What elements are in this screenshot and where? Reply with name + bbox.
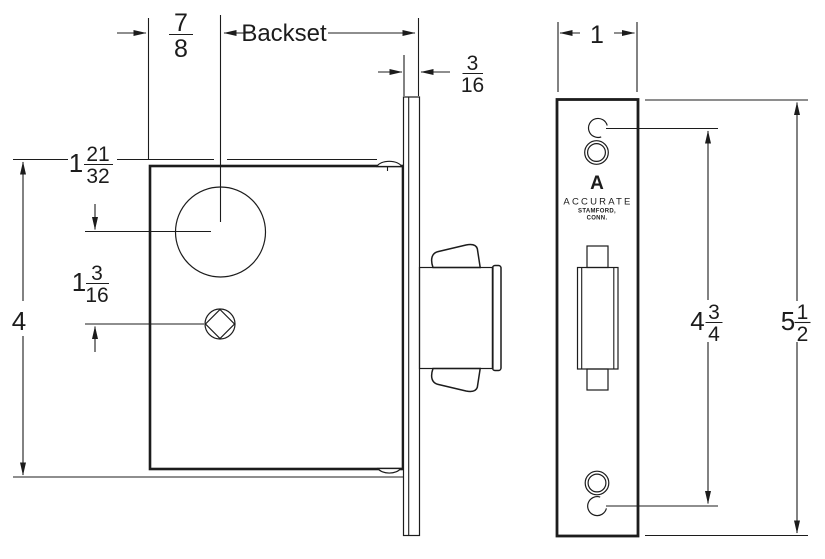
spindle-hub-hole (85, 308, 236, 340)
screw-hole-top (587, 117, 608, 139)
logo-brand-name: ACCURATE (563, 197, 632, 208)
fraction-denominator: 16 (461, 74, 484, 97)
fraction-denominator: 8 (174, 35, 188, 63)
dimension-value: 4 (12, 306, 26, 336)
case-screw-top (376, 160, 403, 171)
dimension-cylinder-offset: 7 8 (117, 9, 193, 160)
dimension-case-height: 4 (12, 158, 403, 478)
fraction-numerator: 7 (174, 9, 188, 37)
logo-monogram: A (590, 173, 604, 194)
square-spindle-opening (204, 308, 236, 340)
backset-label: Backset (241, 20, 327, 47)
dimension-faceplate-height: 5 1 2 (645, 99, 811, 537)
fraction-numerator: 3 (708, 301, 720, 324)
bolt-end-cap (491, 264, 502, 372)
fraction-numerator: 3 (467, 52, 479, 75)
fraction-denominator: 32 (86, 165, 109, 188)
faceplate-front (555, 98, 640, 538)
fraction-numerator: 1 (797, 301, 809, 324)
fraction-numerator: 21 (86, 143, 109, 166)
faceplate-edge (402, 96, 421, 537)
adjusting-ring-top (584, 140, 609, 165)
dimension-backset: Backset (223, 20, 416, 47)
dimension-faceplate-projection: 3 16 (378, 18, 484, 97)
lock-case (148, 164, 405, 471)
bolt-face (576, 245, 619, 391)
screw-hole-bottom (587, 496, 607, 517)
fraction-whole: 5 (781, 306, 795, 336)
dimension-faceplate-width: 1 (557, 21, 638, 92)
dimension-top-to-cylinder: 1 21 32 (69, 143, 113, 230)
bolt-body (418, 266, 494, 370)
fraction-denominator: 2 (797, 323, 809, 346)
adjusting-ring-bottom (584, 470, 610, 496)
logo-address-line1: STAMFORD, (578, 209, 616, 215)
dimension-value: 1 (590, 21, 604, 49)
fraction-whole: 1 (72, 267, 86, 297)
brand-logo: A ACCURATE STAMFORD, CONN. (563, 173, 632, 222)
bolt-face-top-tab (586, 245, 609, 269)
bolt-face-opening (576, 266, 619, 370)
cylinder-hole (85, 15, 267, 278)
dimension-cylinder-to-spindle: 1 3 16 (72, 262, 109, 352)
bolt-face-bottom-tab (586, 368, 609, 391)
fraction-whole: 4 (690, 306, 704, 336)
fraction-whole: 1 (69, 148, 83, 178)
bolt-top-flange (430, 243, 482, 269)
fraction-denominator: 4 (708, 323, 720, 346)
front-view: A ACCURATE STAMFORD, CONN. 1 (555, 21, 811, 538)
dimension-screw-spacing: 4 3 4 (606, 127, 723, 507)
fraction-numerator: 3 (91, 262, 103, 285)
side-view: 7 8 Backset 3 16 4 (12, 9, 502, 537)
latch-bolt-side (418, 243, 502, 393)
bolt-bottom-flange (430, 367, 482, 393)
logo-address-line2: CONN. (587, 216, 608, 222)
case-screw-bottom (376, 467, 402, 474)
fraction-denominator: 16 (85, 284, 108, 307)
